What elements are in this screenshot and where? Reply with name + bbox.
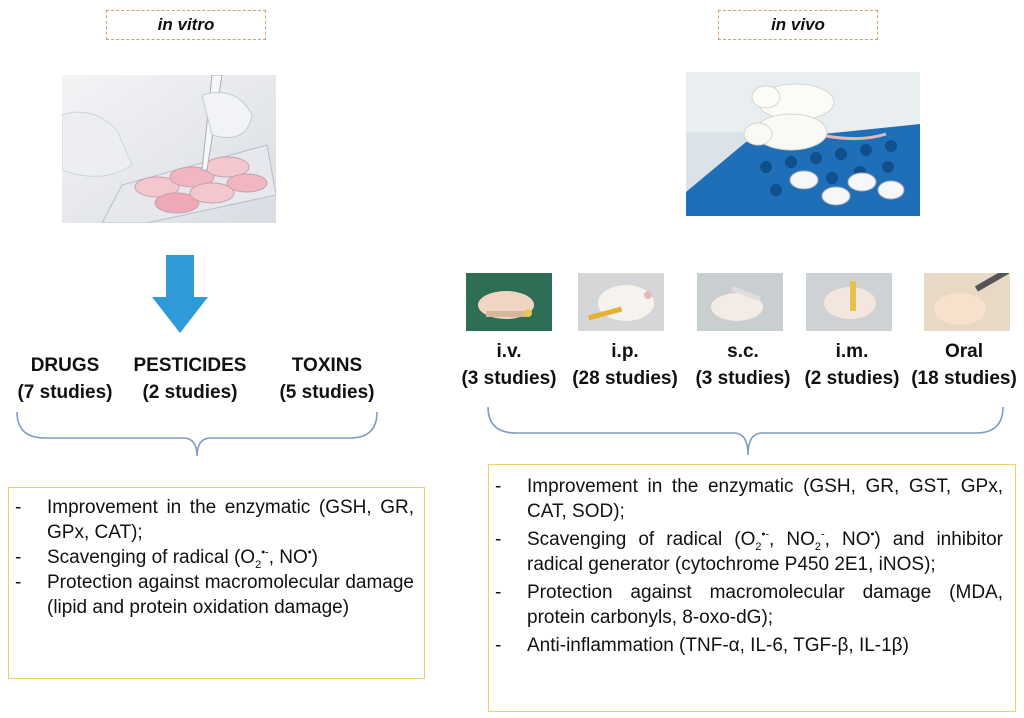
effect-protection: -Protection against macromolecular damag…	[15, 572, 414, 618]
route-count: (28 studies)	[572, 368, 678, 389]
right-brace	[487, 406, 1004, 456]
route-ip: i.p. (28 studies)	[563, 338, 687, 392]
route-oral-photo	[924, 273, 1010, 331]
category-drugs: DRUGS (7 studies)	[6, 352, 124, 406]
category-count: (5 studies)	[279, 382, 375, 403]
route-im: i.m. (2 studies)	[796, 338, 908, 392]
in-vivo-tag: in vivo	[718, 10, 878, 40]
effect-enzymatic: -Improvement in the enzymatic (GSH, GR, …	[495, 476, 1003, 522]
in-vitro-effects-box: -Improvement in the enzymatic (GSH, GR, …	[8, 487, 425, 679]
in-vivo-label: in vivo	[771, 15, 825, 34]
route-name: i.p.	[611, 341, 639, 362]
in-vitro-tag: in vitro	[106, 10, 266, 40]
route-count: (3 studies)	[461, 368, 557, 389]
route-iv-photo	[466, 273, 552, 331]
route-name: i.v.	[496, 341, 522, 362]
category-name: TOXINS	[291, 355, 363, 376]
category-name: DRUGS	[30, 355, 100, 376]
route-sc-photo	[697, 273, 783, 331]
left-brace	[16, 411, 378, 457]
route-name: s.c.	[727, 341, 759, 362]
effect-enzymatic: -Improvement in the enzymatic (GSH, GR, …	[15, 497, 414, 543]
in-vivo-effects-box: -Improvement in the enzymatic (GSH, GR, …	[488, 464, 1016, 712]
effect-protection: -Protection against macromolecular damag…	[495, 582, 1003, 628]
in-vitro-label: in vitro	[157, 15, 215, 34]
route-oral: Oral (18 studies)	[905, 338, 1023, 392]
category-toxins: TOXINS (5 studies)	[268, 352, 386, 406]
route-count: (3 studies)	[695, 368, 791, 389]
down-arrow-icon	[150, 255, 210, 335]
route-im-photo	[806, 273, 892, 331]
route-count: (18 studies)	[911, 368, 1017, 389]
route-iv: i.v. (3 studies)	[450, 338, 568, 392]
route-ip-photo	[578, 273, 664, 331]
effect-scavenging: -Scavenging of radical (O2•-, NO•)	[15, 546, 318, 571]
category-name: PESTICIDES	[133, 355, 247, 376]
route-name: Oral	[944, 341, 984, 362]
route-name: i.m.	[835, 341, 869, 362]
route-sc: s.c. (3 studies)	[687, 338, 799, 392]
category-count: (7 studies)	[17, 382, 113, 403]
effect-anti-inflammation: -Anti-inflammation (TNF-α, IL-6, TGF-β, …	[495, 635, 909, 656]
in-vitro-photo	[62, 75, 276, 223]
category-pesticides: PESTICIDES (2 studies)	[128, 352, 252, 406]
effect-scavenging: -Scavenging of radical (O2•-, NO2-, NO•)…	[495, 528, 1003, 575]
in-vivo-photo	[686, 72, 920, 216]
category-count: (2 studies)	[142, 382, 238, 403]
route-count: (2 studies)	[804, 368, 900, 389]
